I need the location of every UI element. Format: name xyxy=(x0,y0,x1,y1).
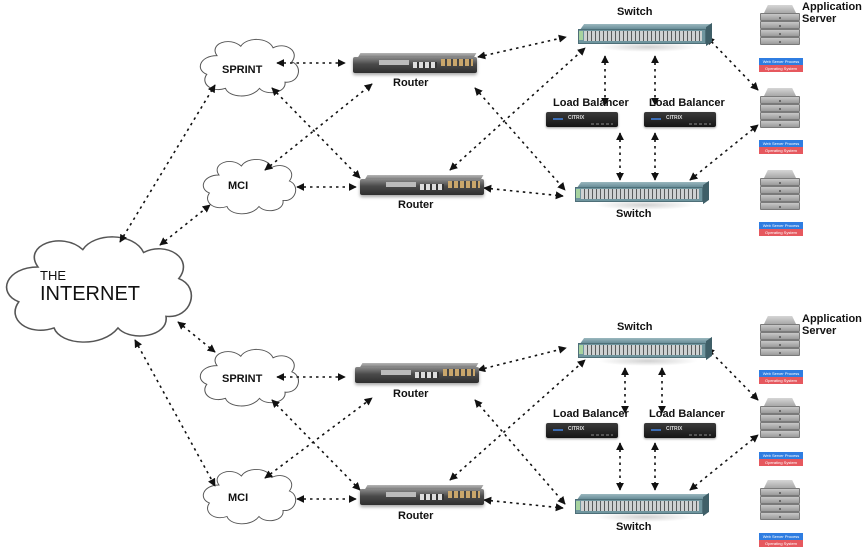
load-balancer-1a: CITRIX xyxy=(546,112,618,127)
switch-1a xyxy=(578,22,713,52)
internet-label: THE INTERNET xyxy=(40,268,140,306)
isp-cloud-mci-1 xyxy=(202,158,297,215)
switch-label-1a: Switch xyxy=(617,6,653,18)
router-label-1a: Router xyxy=(393,77,429,89)
router-label-2a: Router xyxy=(393,388,429,400)
internet-label-line1: THE xyxy=(40,268,66,283)
app-server-label-2: Application Server xyxy=(802,313,862,337)
server-icon-2b xyxy=(760,398,800,444)
server-icon-2a xyxy=(760,316,800,362)
load-balancer-1b: CITRIX xyxy=(644,112,716,127)
server-icon-1c xyxy=(760,170,800,216)
app-server-label-1: Application Server xyxy=(802,1,862,25)
router-label-1b: Router xyxy=(398,199,434,211)
switch-label-2b: Switch xyxy=(616,521,652,533)
load-balancer-2b: CITRIX xyxy=(644,423,716,438)
server-icon-1a xyxy=(760,5,800,51)
isp-cloud-mci-2 xyxy=(202,468,297,525)
load-balancer-2a: CITRIX xyxy=(546,423,618,438)
internet-label-line2: INTERNET xyxy=(40,283,140,305)
router-1a xyxy=(353,53,477,73)
lb-label-2b: Load Balancer xyxy=(649,408,725,420)
switch-2a xyxy=(578,336,713,366)
router-2a xyxy=(355,363,479,383)
server-icon-1b xyxy=(760,88,800,134)
isp-label-sprint-1: SPRINT xyxy=(222,64,263,76)
switch-label-1b: Switch xyxy=(616,208,652,220)
router-1b xyxy=(360,175,484,195)
switch-label-2a: Switch xyxy=(617,321,653,333)
switch-1b xyxy=(575,180,710,210)
lb-label-1a: Load Balancer xyxy=(553,97,629,109)
router-label-2b: Router xyxy=(398,510,434,522)
lb-label-2a: Load Balancer xyxy=(553,408,629,420)
lb-label-1b: Load Balancer xyxy=(649,97,725,109)
router-2b xyxy=(360,485,484,505)
isp-label-mci-1: MCI xyxy=(228,180,249,192)
server-icon-2c xyxy=(760,480,800,526)
isp-label-mci-2: MCI xyxy=(228,492,249,504)
isp-label-sprint-2: SPRINT xyxy=(222,373,263,385)
switch-2b xyxy=(575,492,710,522)
